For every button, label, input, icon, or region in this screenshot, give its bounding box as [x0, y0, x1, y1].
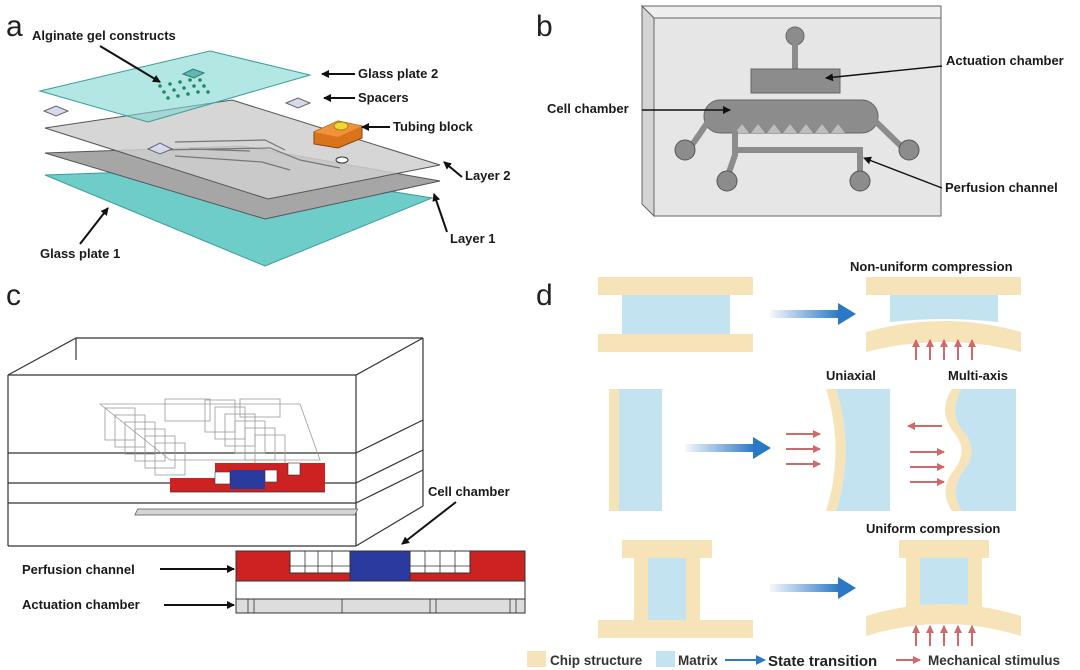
label-actuation-chamber-c: Actuation chamber [22, 597, 140, 612]
label-cell-chamber-c: Cell chamber [428, 484, 510, 499]
spacer [42, 105, 70, 117]
tubing-block [313, 120, 363, 149]
d-transition-arrow-3 [770, 584, 840, 592]
legend-state-transition: State transition [768, 653, 877, 670]
legend-swatch-matrix [656, 651, 675, 667]
panel-c-letter: c [6, 279, 21, 312]
legend: Chip structure Matrix State transition M… [527, 651, 1060, 670]
chip-side [641, 4, 655, 218]
label-layer-2: Layer 2 [465, 168, 511, 183]
d-transition-arrowhead-3 [838, 577, 856, 599]
pointer-alginate [99, 45, 161, 83]
label-glass-plate-2: Glass plate 2 [358, 66, 438, 81]
box-chamber-section [170, 462, 325, 493]
alginate-gel-dots [158, 78, 210, 100]
d-row1-initial [598, 277, 753, 352]
ports [674, 139, 920, 192]
pointer-cell-c [401, 501, 457, 545]
spacer [146, 142, 174, 155]
label-spacers: Spacers [358, 90, 409, 105]
d-transition-arrowhead-1 [838, 303, 856, 325]
pointer-actuation-b [825, 65, 943, 82]
legend-arrowhead-state [756, 655, 766, 665]
label-layer-1: Layer 1 [450, 231, 496, 246]
pointer-perfusion-b [863, 156, 943, 189]
channel-pattern [159, 139, 341, 171]
label-actuation-chamber-b: Actuation chamber [946, 53, 1064, 68]
legend-matrix: Matrix [678, 653, 718, 668]
label-perfusion-channel-b: Perfusion channel [945, 180, 1058, 195]
legend-swatch-chip [527, 651, 546, 667]
d-multiaxis-stimulus-arrows [907, 422, 945, 486]
d-transition-arrowhead-2 [753, 437, 771, 459]
d-row1-stimulus-arrows [912, 339, 976, 360]
actuation-chamber [750, 26, 841, 94]
tubing-top-square [181, 68, 206, 79]
d-row3-stimulus-arrows [912, 625, 976, 646]
legend-mechanical-stimulus: Mechanical stimulus [928, 653, 1060, 668]
label-multiaxis: Multi-axis [948, 368, 1008, 383]
d-row2-initial [609, 389, 662, 511]
pointer-layer-2 [443, 161, 463, 178]
d-row2-uniaxial [826, 389, 890, 511]
cross-section [235, 550, 526, 614]
label-cell-chamber-b: Cell chamber [547, 101, 629, 116]
d-row2-multiaxis [945, 389, 1016, 511]
panel-b-letter: b [536, 10, 553, 43]
d-row3-initial [598, 540, 753, 638]
chip-top-edge [640, 5, 942, 19]
panel-d-letter: d [536, 279, 553, 312]
port-hole [335, 156, 349, 164]
d-row1-nonuniform [866, 277, 1021, 352]
panel-a: a [6, 10, 511, 267]
panel-a-letter: a [6, 10, 23, 43]
internal-channels [98, 398, 321, 476]
glass-plate-2 [38, 50, 312, 123]
label-glass-plate-1: Glass plate 1 [40, 246, 120, 261]
label-perfusion-channel-c: Perfusion channel [22, 562, 135, 577]
pointer-layer-1 [432, 193, 448, 233]
panel-c: c [6, 279, 526, 614]
panel-b: b [536, 4, 1064, 218]
d-uniaxial-stimulus-arrows [786, 430, 821, 468]
d-transition-arrow-2 [685, 444, 755, 452]
legend-chip-structure: Chip structure [550, 653, 643, 668]
box-actuation-bar [134, 508, 359, 516]
d-row3-uniform [866, 540, 1021, 636]
panel-d: d Non-uniform compression [527, 259, 1060, 670]
label-uniaxial: Uniaxial [826, 368, 876, 383]
chamber-posts [735, 124, 845, 133]
d-transition-arrow-1 [770, 310, 840, 318]
spacer [284, 97, 312, 109]
label-uniform: Uniform compression [866, 521, 1000, 536]
perfusion-branches [687, 113, 906, 179]
label-nonuniform: Non-uniform compression [850, 259, 1013, 274]
pointer-glass-1 [79, 207, 109, 245]
label-tubing-block: Tubing block [393, 119, 474, 134]
label-alginate-gel-constructs: Alginate gel constructs [32, 28, 176, 43]
